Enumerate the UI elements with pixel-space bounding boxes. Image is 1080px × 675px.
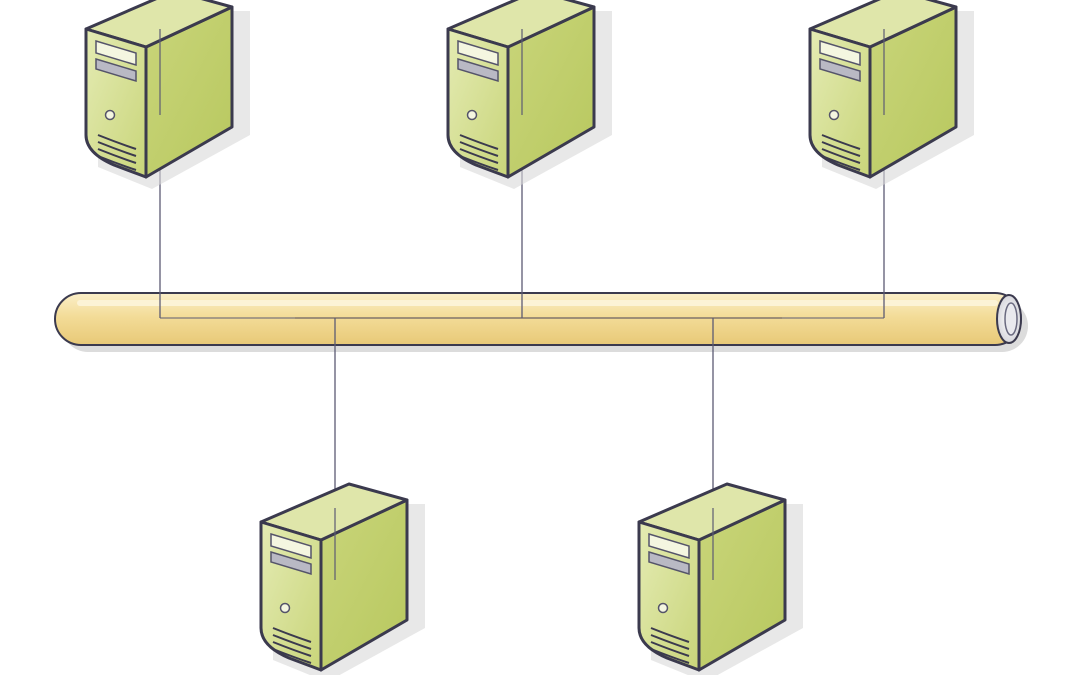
drive-bay-icon [819, 39, 861, 67]
server-3[interactable] [808, 0, 974, 189]
drive-bay-icon [648, 550, 690, 576]
drive-bay-icon [270, 550, 312, 576]
drive-bay-icon [95, 57, 137, 83]
vent-slot [650, 627, 690, 643]
vent-slot [97, 155, 137, 171]
vent-slot [272, 641, 312, 657]
server-5[interactable] [637, 482, 803, 675]
vent-slot [459, 141, 499, 157]
vent-slot [459, 134, 499, 150]
server-1[interactable] [84, 0, 250, 189]
power-button-icon [657, 602, 669, 614]
vent-slot [650, 634, 690, 650]
vent-slot [821, 134, 861, 150]
vent-slot [821, 141, 861, 157]
drive-bay-icon [819, 57, 861, 83]
vent-slot [272, 648, 312, 664]
vent-slot [97, 134, 137, 150]
drive-bay-icon [457, 39, 499, 67]
server-2[interactable] [446, 0, 612, 189]
bus-end-cap-inner [1004, 302, 1018, 336]
drive-bay-icon [95, 39, 137, 67]
network-bus[interactable] [54, 292, 1028, 352]
vent-slot [821, 155, 861, 171]
vent-slot [650, 641, 690, 657]
vent-slot [272, 627, 312, 643]
vent-slot [650, 648, 690, 664]
vent-slot [459, 148, 499, 164]
server-4[interactable] [259, 482, 425, 675]
drive-bay-icon [648, 532, 690, 560]
vent-slot [272, 634, 312, 650]
power-button-icon [828, 109, 840, 121]
power-button-icon [104, 109, 116, 121]
vent-slot [821, 148, 861, 164]
drive-bay-icon [457, 57, 499, 83]
power-button-icon [466, 109, 478, 121]
power-button-icon [279, 602, 291, 614]
vent-slot [97, 148, 137, 164]
vent-slot [459, 155, 499, 171]
vent-slot [97, 141, 137, 157]
servers [84, 0, 974, 675]
drive-bay-icon [270, 532, 312, 560]
